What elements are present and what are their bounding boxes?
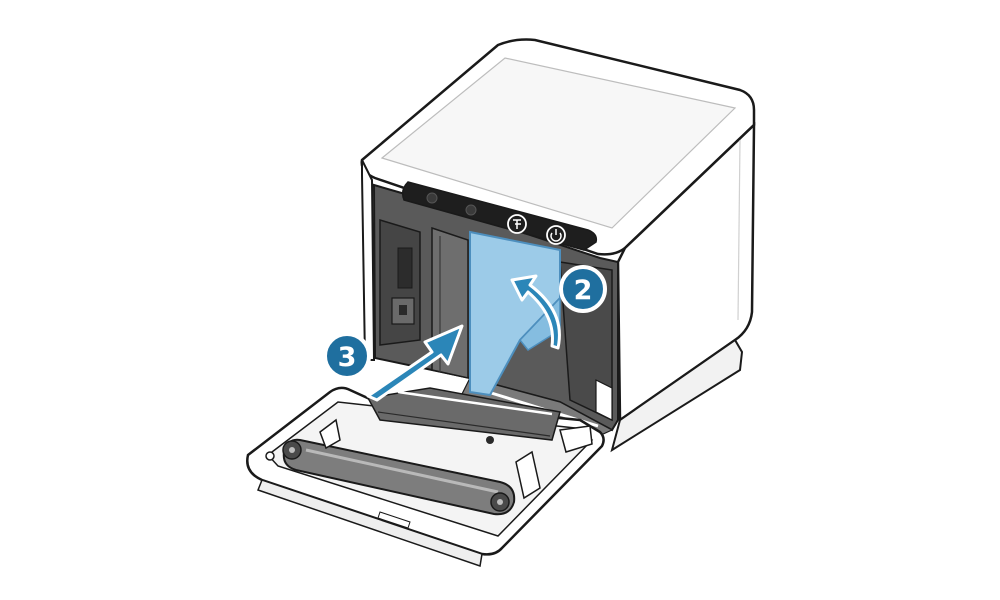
wireless-icon [465,204,477,216]
step-number-3: 3 [338,342,357,373]
step-badge-3: 3 [323,332,371,380]
front-cover [246,386,605,567]
step-badge-2: 2 [559,265,607,313]
error-indicator-icon [426,192,438,204]
arrow-step-3 [366,324,464,402]
cover-screw [265,451,275,461]
control-panel [401,181,598,251]
step-number-2: 2 [574,275,593,306]
arrow-step-2 [510,274,561,350]
printer-top-panel [380,57,737,229]
printer-base [610,338,744,453]
